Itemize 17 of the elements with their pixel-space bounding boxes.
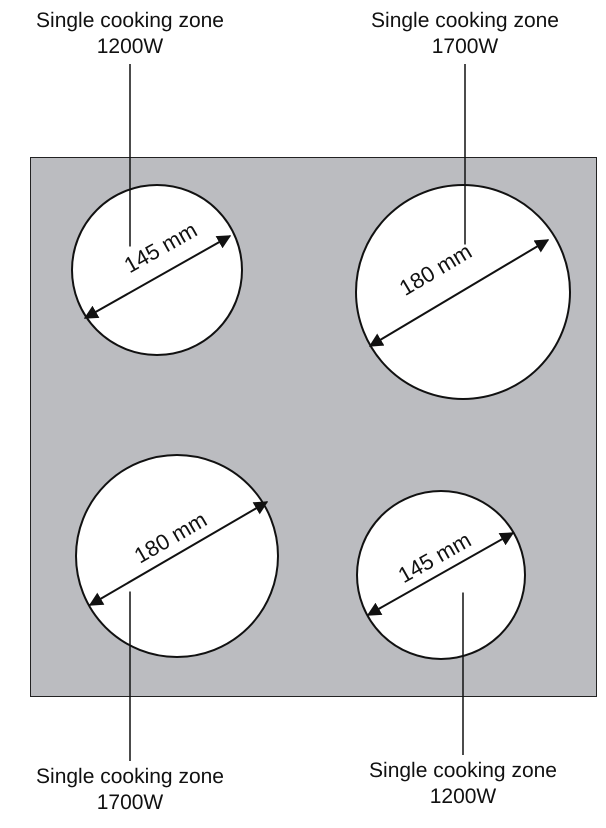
power-rating: 1200W xyxy=(96,34,164,60)
leader-line xyxy=(464,64,466,244)
hob-panel xyxy=(30,157,597,697)
zone-label: Single cooking zone xyxy=(35,8,225,34)
dimension-label: 145 mm xyxy=(393,527,476,589)
dimension-label: 145 mm xyxy=(119,217,202,279)
zone-label: Single cooking zone xyxy=(35,764,225,790)
zone-label: Single cooking zone xyxy=(370,8,560,34)
dimension-label: 180 mm xyxy=(129,506,212,570)
leader-line xyxy=(129,64,131,246)
power-rating: 1700W xyxy=(430,34,500,60)
leader-line xyxy=(129,592,131,761)
dimension-label: 180 mm xyxy=(394,238,476,302)
power-rating: 1200W xyxy=(428,784,498,810)
leader-line xyxy=(462,592,464,755)
zone-label: Single cooking zone xyxy=(368,758,558,784)
power-rating: 1700W xyxy=(96,790,164,816)
